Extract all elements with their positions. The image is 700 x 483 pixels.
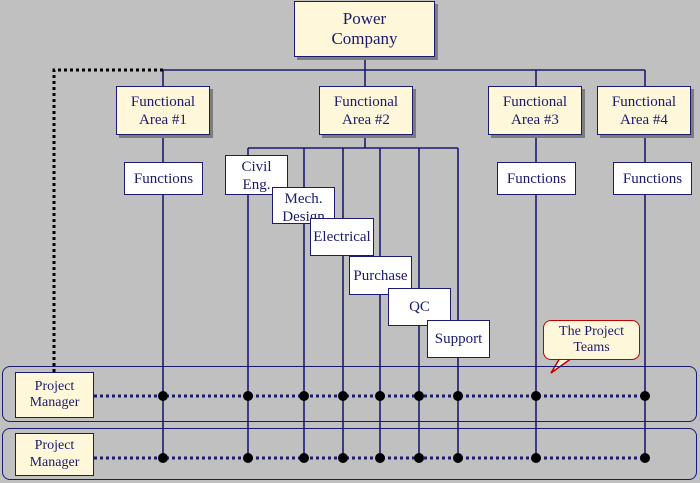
- team-dot: [243, 453, 253, 463]
- team-dot: [158, 453, 168, 463]
- functional-area-2-box: Functional Area #2: [319, 86, 413, 135]
- project-team-band-1: [2, 366, 697, 422]
- team-dot: [375, 453, 385, 463]
- support-box: Support: [427, 320, 490, 358]
- project-teams-callout: The Project Teams: [543, 320, 640, 360]
- project-team-band-2: [2, 428, 697, 480]
- team-dot: [640, 453, 650, 463]
- team-dot: [453, 391, 463, 401]
- team-dot: [299, 391, 309, 401]
- team-dot: [243, 391, 253, 401]
- team-dot: [414, 391, 424, 401]
- team-dot: [531, 391, 541, 401]
- power-company-box: Power Company: [294, 1, 435, 57]
- team-dot: [338, 453, 348, 463]
- team-dot: [375, 391, 385, 401]
- team-dot: [414, 453, 424, 463]
- functions-box-3: Functions: [497, 162, 576, 195]
- team-dot: [531, 453, 541, 463]
- mech-design-box: Mech. Design: [272, 187, 335, 224]
- functional-area-4-box: Functional Area #4: [597, 86, 691, 135]
- team-dot: [640, 391, 650, 401]
- team-dot: [453, 453, 463, 463]
- functions-box-4: Functions: [613, 162, 692, 195]
- functions-box-1: Functions: [124, 162, 203, 195]
- electrical-box: Electrical: [310, 218, 374, 256]
- team-dot: [299, 453, 309, 463]
- functional-area-1-box: Functional Area #1: [116, 86, 210, 135]
- project-manager-box-1: Project Manager: [15, 372, 94, 418]
- functional-area-3-box: Functional Area #3: [488, 86, 582, 135]
- project-manager-box-2: Project Manager: [15, 433, 94, 476]
- team-dot: [338, 391, 348, 401]
- team-dot: [158, 391, 168, 401]
- qc-box: QC: [388, 288, 451, 326]
